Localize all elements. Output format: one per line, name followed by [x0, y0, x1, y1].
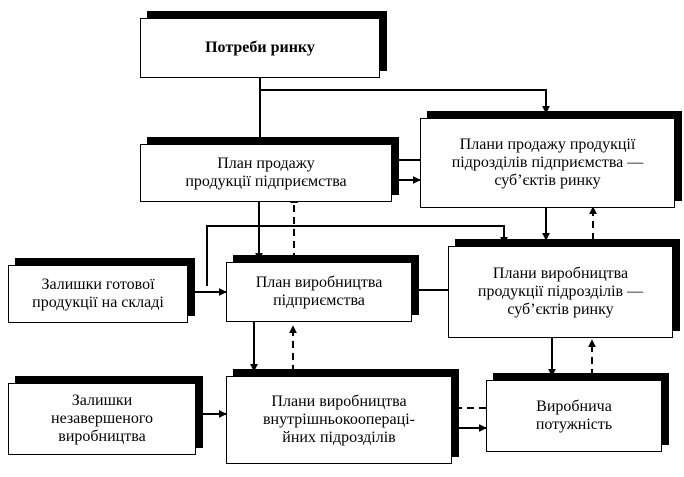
- cooperative-production-plans-label: Плани виробництва внутрішньокоопераці- й…: [263, 393, 415, 446]
- wip-stock-box: Залишки незавершеного виробництва: [8, 383, 196, 455]
- market-needs-box: Потреби ринку: [140, 18, 380, 78]
- enterprise-sales-plan-label: План продажу продукції підприємства: [185, 155, 347, 190]
- production-capacity-box: Виробнича потужність: [486, 380, 662, 452]
- finished-goods-stock-box: Залишки готової продукції на складі: [8, 265, 188, 323]
- arrow-needs-to-division-sales: [260, 89, 550, 114]
- enterprise-production-plan-box: План виробництва підприємства: [226, 262, 412, 322]
- enterprise-sales-plan-box: План продажу продукції підприємства: [140, 144, 392, 202]
- market-needs-label: Потреби ринку: [205, 39, 315, 56]
- division-production-plans-box: Плани виробництва продукції підрозділів …: [448, 246, 673, 338]
- finished-goods-stock-label: Залишки готової продукції на складі: [32, 276, 164, 311]
- arrow-loop-to-division-production: [206, 225, 508, 286]
- division-production-plans-label: Плани виробництва продукції підрозділів …: [477, 265, 644, 318]
- cooperative-production-plans-box: Плани виробництва внутрішньокоопераці- й…: [226, 376, 452, 464]
- division-sales-plans-label: Плани продажу продукції підрозділів підп…: [451, 136, 644, 189]
- division-sales-plans-box: Плани продажу продукції підрозділів підп…: [420, 118, 675, 208]
- production-capacity-label: Виробнича потужність: [535, 398, 613, 433]
- wip-stock-label: Залишки незавершеного виробництва: [51, 392, 153, 445]
- enterprise-production-plan-label: План виробництва підприємства: [255, 274, 383, 309]
